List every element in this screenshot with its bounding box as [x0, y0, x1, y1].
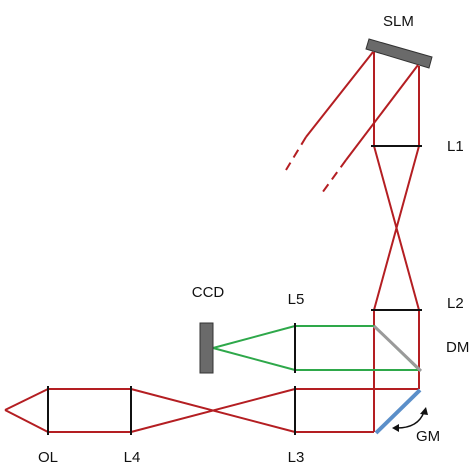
l4-label: L4: [124, 449, 141, 466]
galvo-mirror: [374, 388, 422, 435]
l5-label: L5: [288, 291, 305, 308]
l2-label: L2: [447, 295, 464, 312]
ccd-label: CCD: [192, 284, 225, 301]
illumination-beam: [4, 51, 420, 433]
slm-device: [365, 38, 433, 69]
gm-label: GM: [416, 428, 440, 445]
dm-label: DM: [446, 339, 469, 356]
ccd-camera: [199, 322, 214, 374]
slm-label: SLM: [383, 13, 414, 30]
ol-label: OL: [38, 449, 58, 466]
dichroic-mirror: [372, 324, 423, 373]
l3-label: L3: [288, 449, 305, 466]
rotation-arrow-icon: [392, 407, 428, 432]
detection-beam: [212, 325, 420, 371]
l1-label: L1: [447, 138, 464, 155]
